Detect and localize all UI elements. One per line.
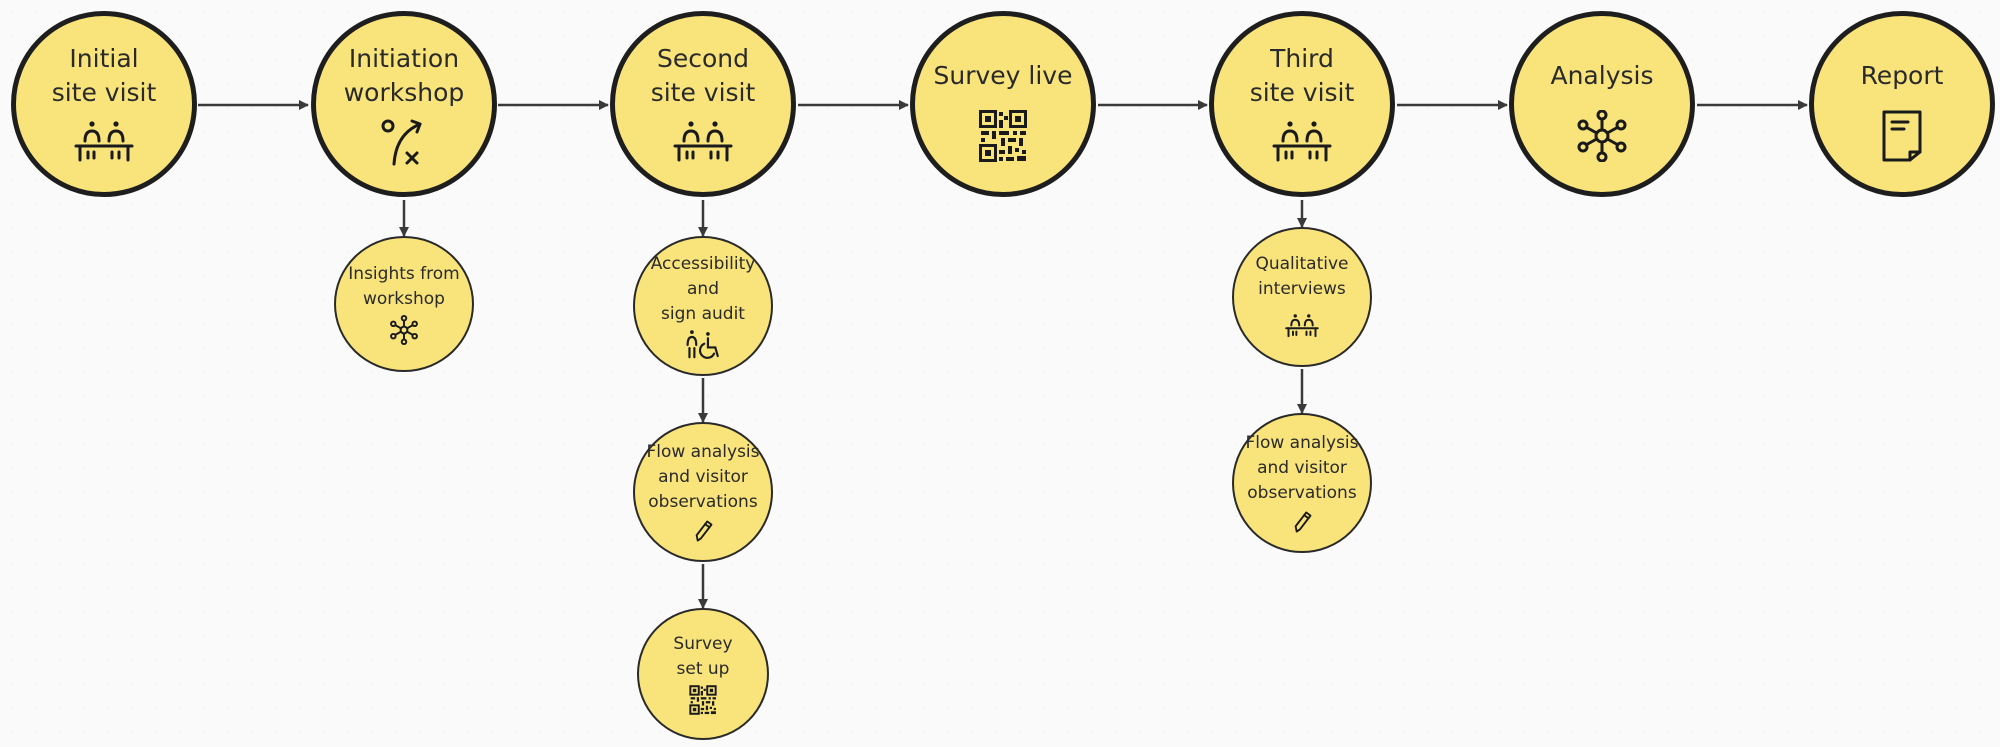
- node-label: Initiation workshop: [343, 44, 465, 107]
- people-at-table-icon: [671, 116, 735, 168]
- qr-code-icon: [685, 684, 721, 716]
- node-label: Report: [1860, 61, 1944, 90]
- node-accessibility-sign-audit: Accessibility and sign audit: [633, 236, 773, 376]
- node-flow-analysis-third: Flow analysis and visitor observations: [1232, 413, 1372, 553]
- node-report: Report: [1809, 11, 1995, 197]
- node-label: Initial site visit: [51, 44, 157, 107]
- node-label: Analysis: [1550, 61, 1654, 90]
- node-analysis: Analysis: [1509, 11, 1695, 197]
- node-label: Third site visit: [1249, 44, 1355, 107]
- pencil-icon: [1285, 508, 1319, 536]
- node-label: Second site visit: [650, 44, 756, 107]
- qr-code-icon: [971, 110, 1035, 162]
- accessibility-icon: [683, 329, 723, 361]
- node-qualitative-interviews: Qualitative interviews: [1232, 227, 1372, 367]
- node-second-site-visit: Second site visit: [610, 11, 796, 197]
- node-survey-live: Survey live: [910, 11, 1096, 197]
- node-label: Accessibility and sign audit: [650, 253, 756, 324]
- people-at-table-icon: [1270, 116, 1334, 168]
- node-label: Survey live: [933, 61, 1073, 90]
- network-hub-icon: [1570, 110, 1634, 162]
- node-third-site-visit: Third site visit: [1209, 11, 1395, 197]
- node-label: Survey set up: [673, 634, 733, 679]
- node-label: Insights from workshop: [348, 264, 460, 309]
- node-label: Flow analysis and visitor observations: [646, 441, 760, 512]
- document-icon: [1870, 110, 1934, 162]
- pencil-icon: [686, 517, 720, 545]
- node-survey-set-up: Survey set up: [637, 608, 769, 740]
- node-label: Qualitative interviews: [1255, 254, 1349, 299]
- network-hub-icon: [386, 314, 422, 346]
- people-at-table-icon: [72, 116, 136, 168]
- strategy-play-icon: [372, 116, 436, 168]
- node-flow-analysis-second: Flow analysis and visitor observations: [633, 422, 773, 562]
- node-initial-site-visit: Initial site visit: [11, 11, 197, 197]
- node-label: Flow analysis and visitor observations: [1245, 432, 1359, 503]
- node-insights-from-workshop: Insights from workshop: [334, 236, 474, 372]
- node-initiation-workshop: Initiation workshop: [311, 11, 497, 197]
- people-at-table-icon: [1284, 310, 1320, 342]
